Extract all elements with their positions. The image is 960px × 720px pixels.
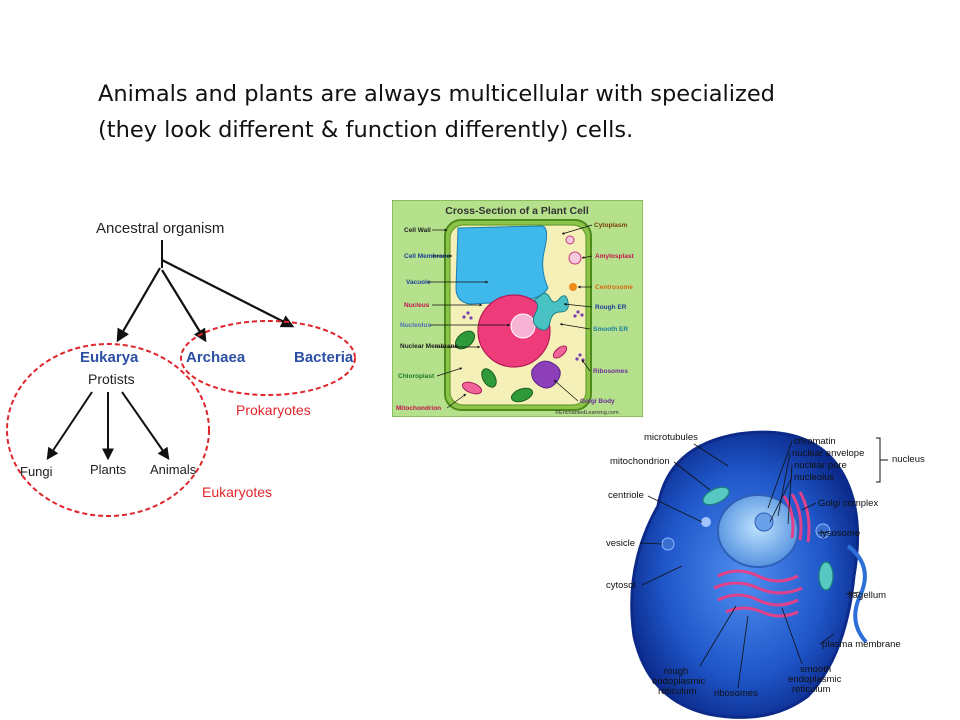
label-chromatin: chromatin bbox=[794, 436, 836, 447]
animal-nucleolus-shape bbox=[754, 512, 774, 532]
label-chloroplast: Chloroplast bbox=[398, 373, 435, 380]
label-flagellum: flagellum bbox=[848, 590, 886, 601]
animal-cell-body bbox=[630, 430, 860, 719]
mitochondrion-shape-2 bbox=[552, 345, 568, 359]
animal-nucleus-shape bbox=[717, 494, 799, 568]
label-rough-er-3: reticulum bbox=[658, 686, 697, 697]
label-nuclear-envelope: nuclear envelope bbox=[792, 448, 864, 459]
eukaryotes-ellipse bbox=[6, 343, 210, 517]
label-cell-membrane: Cell Membrane bbox=[404, 253, 451, 260]
fungi-label: Fungi bbox=[20, 464, 53, 479]
golgi-complex-shape bbox=[782, 491, 811, 543]
plant-cell-diagram: Cross-Section of a Plant Cell Cell Wall … bbox=[392, 200, 643, 417]
tree-arrow-archaea bbox=[161, 269, 207, 343]
label-smooth-er-2: endoplasmic bbox=[788, 674, 842, 685]
vesicle-shape bbox=[661, 537, 675, 551]
label-cytosol: cytosol bbox=[606, 580, 636, 591]
mitochondrion-shape bbox=[461, 381, 483, 395]
label-ribosomes: ribosomes bbox=[714, 688, 758, 699]
label-mitochondrion: Mitochondrion bbox=[396, 405, 441, 412]
label-plasma-membrane: plasma membrane bbox=[822, 639, 901, 650]
label-amyloplast: Amylosplast bbox=[595, 253, 634, 260]
label-microtubules: microtubules bbox=[644, 432, 698, 443]
archaea-label: Archaea bbox=[186, 349, 246, 366]
prokaryotes-label: Prokaryotes bbox=[236, 402, 311, 418]
label-centriole: centriole bbox=[608, 490, 644, 501]
bacteria-label: Bacteria bbox=[294, 349, 354, 366]
nucleolus-shape bbox=[510, 313, 536, 339]
label-golgi-body: Golgi Body bbox=[580, 398, 615, 405]
label-smooth-er: Smooth ER bbox=[593, 326, 628, 333]
plant-cell-credit: ©EnchantedLearning.com bbox=[555, 409, 619, 416]
plant-cell-title: Cross-Section of a Plant Cell bbox=[445, 205, 589, 217]
label-rough-er-2: endoplasmic bbox=[652, 676, 706, 687]
eukarya-label: Eukarya bbox=[80, 349, 139, 366]
slide-text-line-1: Animals and plants are always multicellu… bbox=[98, 81, 775, 107]
tree-arrow-eukarya bbox=[116, 267, 161, 343]
tree-of-life-diagram: Ancestral organism Eukarya Archaea Bacte… bbox=[6, 220, 356, 517]
label-golgi-complex: Golgi complex bbox=[818, 498, 878, 509]
mitochondrion-shape-2 bbox=[818, 561, 834, 591]
slide-text: Animals and plants are always multicellu… bbox=[98, 76, 898, 148]
flagellum-shape bbox=[846, 544, 868, 644]
eukaryotes-label: Eukaryotes bbox=[202, 484, 272, 500]
chloroplast-shape-2 bbox=[481, 368, 497, 388]
label-smooth-er-3: reticulum bbox=[792, 684, 831, 695]
tree-root-label: Ancestral organism bbox=[96, 220, 224, 237]
label-centrosome: Centrosome bbox=[595, 284, 633, 291]
tree-arrow-animals bbox=[121, 391, 170, 460]
label-mitochondrion: mitochondrion bbox=[610, 456, 670, 467]
slide-text-line-2: (they look different & function differen… bbox=[98, 117, 634, 143]
amyloplast-shape bbox=[568, 251, 582, 265]
mitochondrion-shape bbox=[702, 486, 730, 506]
label-rough-er-1: rough bbox=[664, 666, 688, 677]
amyloplast-shape-2 bbox=[565, 235, 575, 245]
protists-label: Protists bbox=[88, 371, 135, 387]
rough-er-shape bbox=[532, 292, 569, 331]
endoplasmic-reticulum-shape bbox=[713, 569, 803, 618]
golgi-body-shape bbox=[531, 360, 561, 389]
animals-label: Animals bbox=[150, 462, 197, 477]
label-nucleolus: Nucleolus bbox=[400, 322, 431, 329]
label-lysosome: lysosome bbox=[820, 528, 860, 539]
tree-arrow-fungi bbox=[46, 391, 93, 460]
label-nuclear-pore: nuclear pore bbox=[794, 460, 847, 471]
centriole-shape bbox=[701, 517, 711, 527]
lysosome-shape bbox=[815, 523, 831, 539]
centrosome-shape bbox=[569, 283, 577, 291]
chloroplast-shape-3 bbox=[510, 387, 534, 403]
tree-arrow-bacteria bbox=[161, 259, 295, 328]
label-smooth-er-1: smooth bbox=[800, 664, 831, 675]
vacuole-shape bbox=[455, 225, 549, 305]
nucleus-bracket bbox=[876, 437, 888, 483]
label-nucleus: nucleus bbox=[892, 454, 925, 465]
label-nuclear-membrane: Nuclear Membrane bbox=[400, 343, 459, 350]
animal-cell-diagram: microtubules chromatin nuclear envelope … bbox=[606, 430, 925, 719]
label-vesicle: vesicle bbox=[606, 538, 635, 549]
label-nucleolus: nucleolus bbox=[794, 472, 834, 483]
label-ribosomes: Ribosomes bbox=[593, 368, 628, 375]
ribosomes-shape bbox=[462, 310, 585, 362]
prokaryotes-ellipse bbox=[180, 320, 356, 396]
label-cell-wall: Cell Wall bbox=[404, 227, 431, 234]
label-cytoplasm: Cytoplasm bbox=[594, 222, 627, 229]
label-nucleus: Nucleus bbox=[404, 302, 430, 309]
plants-label: Plants bbox=[90, 462, 127, 477]
label-vacuole: Vacuole bbox=[406, 279, 431, 286]
label-rough-er: Rough ER bbox=[595, 304, 627, 311]
